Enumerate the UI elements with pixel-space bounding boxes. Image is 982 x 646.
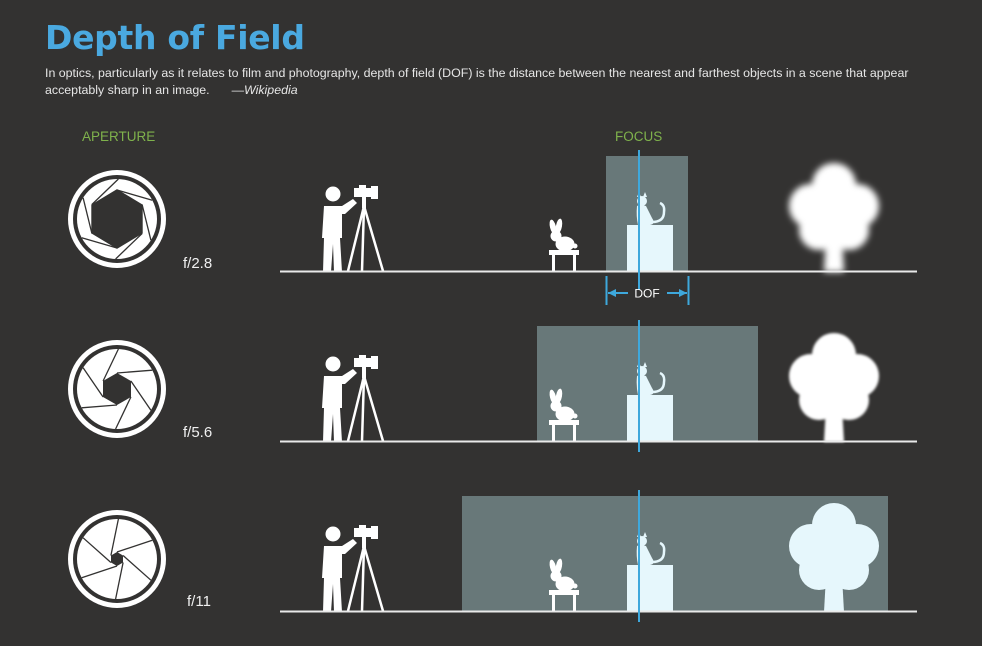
aperture-blade-edge <box>81 404 118 409</box>
aperture-blade-edge <box>141 204 152 241</box>
aperture-blade-edge <box>82 367 104 398</box>
description-source: —Wikipedia <box>231 83 298 97</box>
aperture-blade-edge <box>102 348 119 382</box>
aperture-blade-edge <box>91 178 119 205</box>
aperture-blade-edge <box>116 369 153 374</box>
fstop-label-row-2: f/5.6 <box>183 424 213 441</box>
tree-row-2 <box>789 333 879 442</box>
dof-indicator: DOF <box>605 276 690 305</box>
aperture-blade-edge <box>81 565 118 579</box>
aperture-blade-edge <box>81 237 118 249</box>
description: In optics, particularly as it relates to… <box>45 65 950 99</box>
fstop-label-row-3: f/11 <box>187 593 211 610</box>
aperture-blade-edge <box>115 396 132 430</box>
aperture-blade-edge <box>116 539 153 553</box>
aperture-blade-edge <box>130 380 152 411</box>
tree-row-1 <box>789 163 879 272</box>
aperture-blade-edge <box>82 197 93 234</box>
aperture-icon-row-2 <box>68 340 166 438</box>
aperture-blade-edge <box>116 189 153 201</box>
fstop-label-row-1: f/2.8 <box>183 255 213 272</box>
photographer-row-1 <box>320 183 385 274</box>
row-2 <box>68 320 917 452</box>
photographer-row-3 <box>320 523 385 614</box>
description-text: In optics, particularly as it relates to… <box>45 66 909 97</box>
aperture-blade-edge <box>114 562 124 600</box>
aperture-icon-row-1 <box>68 170 166 268</box>
page-title: Depth of Field <box>45 18 305 57</box>
focus-header: FOCUS <box>615 129 663 144</box>
aperture-blade-edge <box>115 233 143 260</box>
aperture-icon-row-3 <box>68 510 166 608</box>
aperture-blade-edge <box>82 537 112 563</box>
photographer-row-2 <box>320 353 385 444</box>
aperture-header: APERTURE <box>82 129 156 144</box>
row-1: DOF <box>68 150 917 305</box>
dof-label: DOF <box>634 287 659 301</box>
aperture-blade-edge <box>122 555 152 581</box>
aperture-blade-edge <box>110 518 120 556</box>
row-3 <box>68 490 917 622</box>
rabbit-row-1 <box>548 218 579 271</box>
